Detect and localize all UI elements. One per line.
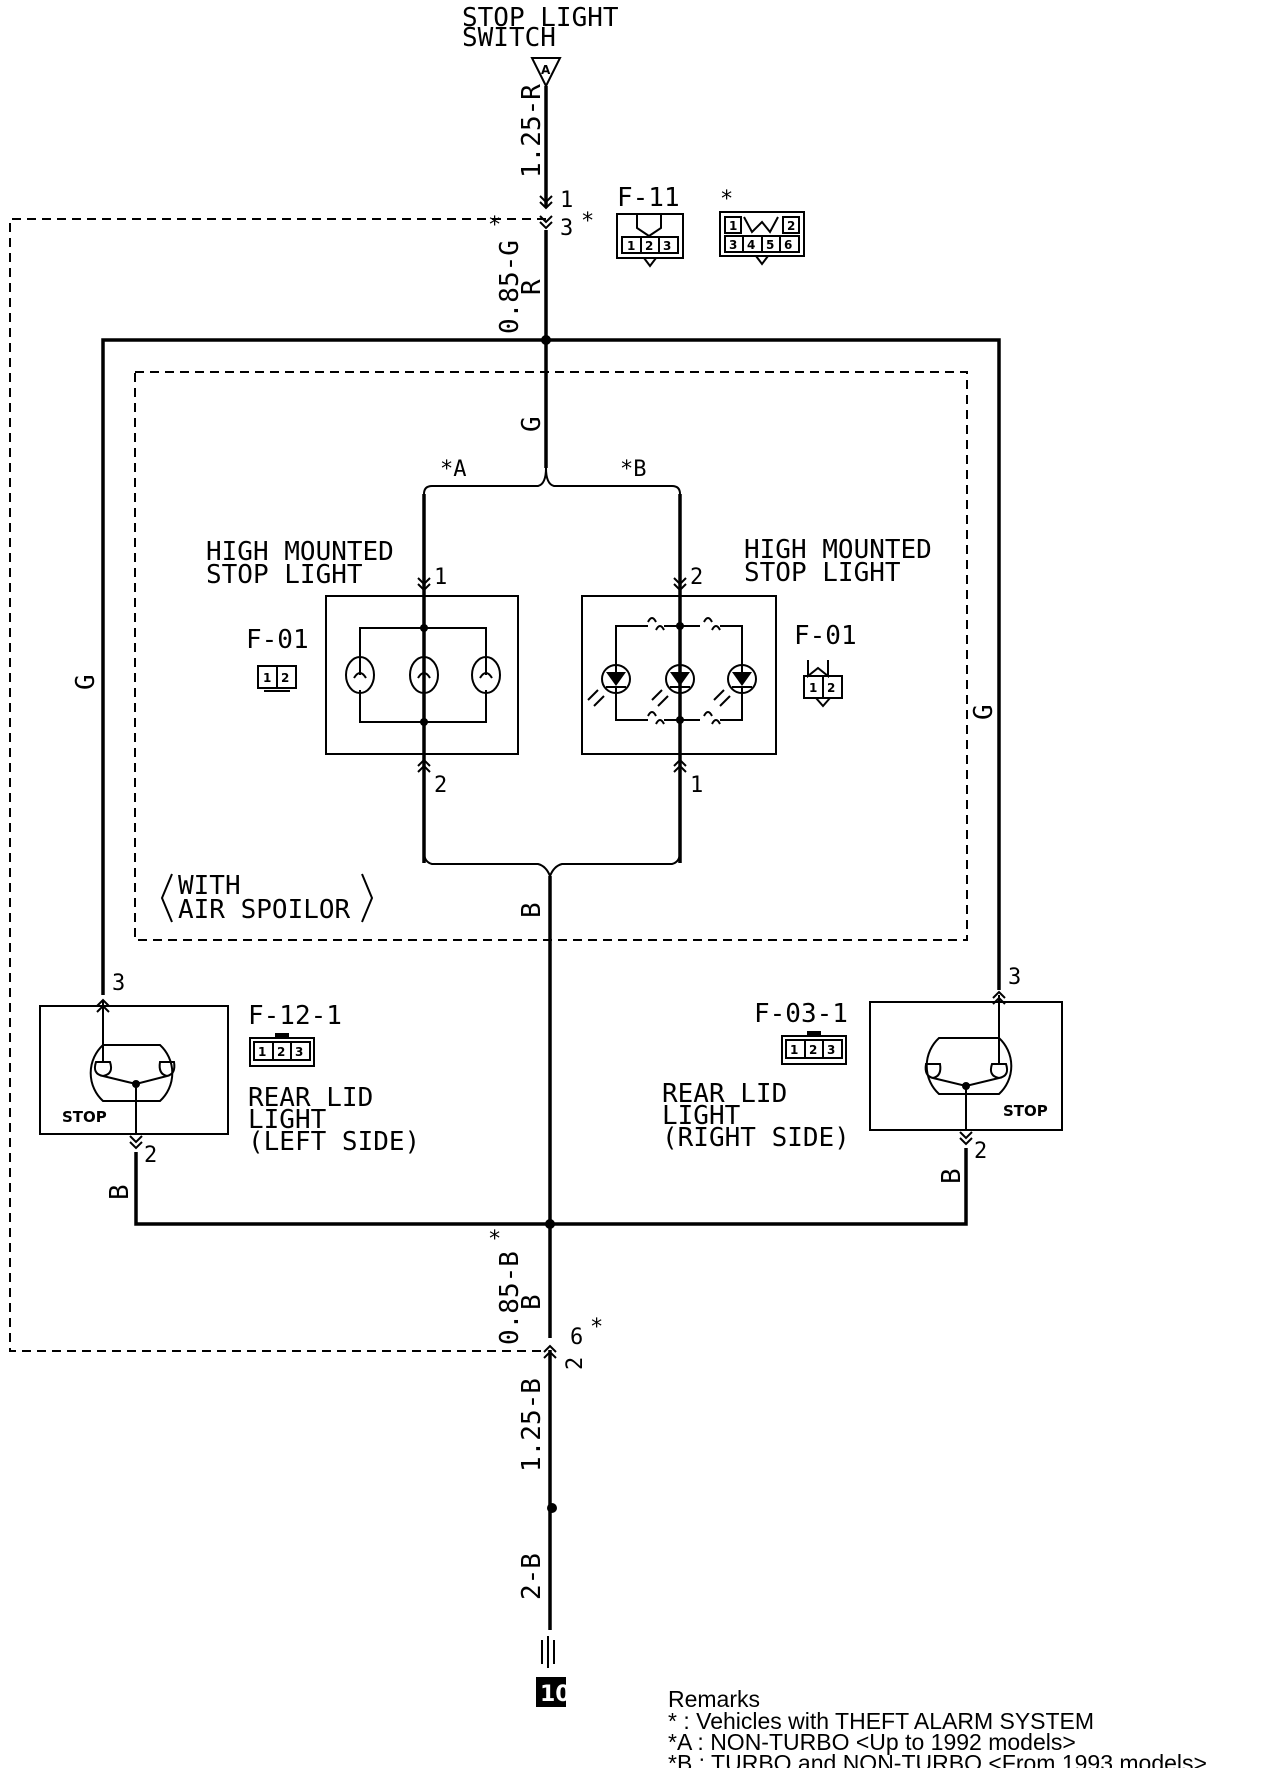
brace-bottom-a — [423, 851, 551, 877]
asterisk-top-pin: * — [581, 209, 594, 234]
svg-text:4: 4 — [747, 238, 755, 252]
pin-right-in: 3 — [1008, 965, 1021, 990]
pin-bottom-2: 2 — [563, 1357, 588, 1370]
svg-text:2: 2 — [645, 239, 653, 253]
svg-text:F-11: F-11 — [617, 183, 680, 213]
pin-hm-b-in: 2 — [690, 565, 703, 590]
wire-label-ground: 2-B — [517, 1553, 547, 1600]
connector-f11: F-11 1 2 3 — [616, 183, 684, 268]
rear-right-label-line3: (RIGHT SIDE) — [662, 1123, 850, 1153]
switch-label-line1: STOP LIGHT — [462, 3, 619, 33]
rear-left-label-line1: REAR LID — [248, 1083, 373, 1113]
connector-f01-a: F-01 1 2 — [246, 625, 309, 692]
remarks: Remarks * : Vehicles with THEFT ALARM SY… — [668, 1686, 1207, 1768]
variant-b-label: *B — [620, 457, 647, 482]
air-spoiler-area — [134, 371, 968, 941]
pin-left-out: 2 — [144, 1143, 157, 1168]
connector-f12-1: F-12-1 1 2 3 — [248, 1001, 342, 1067]
svg-text:F-12-1: F-12-1 — [248, 1001, 342, 1031]
rear-left-label-line3: (LEFT SIDE) — [248, 1127, 420, 1157]
hm-b-label-line1: HIGH MOUNTED — [744, 535, 932, 565]
brace-top-b — [545, 467, 681, 495]
pin-top-3: 3 — [560, 216, 573, 241]
brace-bottom-b — [549, 851, 681, 877]
connector-theft-alarm: * 1 2 3 4 5 6 — [719, 187, 805, 266]
svg-text:3: 3 — [827, 1043, 835, 1057]
air-spoiler-label: WITH AIR SPOILOR — [160, 871, 374, 925]
svg-text:*A : NON-TURBO <Up to 1992 mod: *A : NON-TURBO <Up to 1992 models> — [668, 1729, 1076, 1755]
svg-text:WITH: WITH — [178, 871, 241, 901]
svg-text:1: 1 — [258, 1045, 266, 1059]
wire-label-g-right: G — [969, 704, 999, 720]
wire-label-bottom-alt1: 0.85-B — [495, 1251, 525, 1345]
svg-text:1: 1 — [263, 671, 271, 685]
svg-text:1: 1 — [729, 219, 737, 233]
svg-text:2: 2 — [787, 219, 795, 233]
svg-text:F-01: F-01 — [794, 621, 857, 651]
wire-label-top: 1.25-R — [517, 84, 547, 178]
svg-text:STOP: STOP — [62, 1108, 107, 1126]
asterisk-top-alt: * — [488, 213, 501, 238]
brace-top-a — [423, 467, 547, 495]
svg-text:F-01: F-01 — [246, 625, 309, 655]
ground-number: 10 — [540, 1682, 571, 1707]
high-mounted-stop-light-bulbs — [325, 595, 519, 755]
rear-right-label-line2: LIGHT — [662, 1101, 741, 1131]
svg-text:AIR SPOILOR: AIR SPOILOR — [178, 895, 351, 925]
svg-text:3: 3 — [663, 239, 671, 253]
variant-a-label: *A — [440, 457, 467, 482]
svg-text:*B : TURBO and NON-TURBO <From: *B : TURBO and NON-TURBO <From 1993 mode… — [668, 1750, 1207, 1768]
wire-label-g-center: G — [517, 416, 547, 432]
hm-b-label-line2: STOP LIGHT — [744, 558, 901, 588]
rear-lid-light-right: STOP — [869, 995, 1063, 1131]
ground-symbol: 10 — [536, 1636, 571, 1707]
svg-text:5: 5 — [766, 238, 774, 252]
svg-text:* : Vehicles with THEFT ALAR: * : Vehicles with THEFT ALARM SYSTEM — [668, 1708, 1094, 1734]
switch-label-line2: SWITCH — [462, 23, 556, 53]
wire-label-bottom-alt2: B — [517, 1294, 547, 1310]
svg-text:2: 2 — [827, 681, 835, 695]
pin-bottom-6: 6 — [570, 1325, 583, 1350]
pin-top-1: 1 — [560, 188, 573, 213]
wire-label-b-left: B — [105, 1184, 135, 1200]
rear-lid-light-left: STOP — [39, 1001, 229, 1135]
connector-f01-b: F-01 1 2 — [794, 621, 857, 708]
wire-label-top-alt1: 0.85-G — [495, 240, 525, 334]
hm-a-label-line2: STOP LIGHT — [206, 560, 363, 590]
wire-label-b-center: B — [517, 902, 547, 918]
svg-text:6: 6 — [784, 238, 792, 252]
wire-label-top-alt2: R — [517, 279, 547, 295]
svg-text:STOP: STOP — [1003, 1102, 1048, 1120]
hm-a-label-line1: HIGH MOUNTED — [206, 537, 394, 567]
pin-hm-b-out: 1 — [690, 773, 703, 798]
rear-left-label-line2: LIGHT — [248, 1105, 327, 1135]
asterisk-bottom-alt: * — [488, 1227, 501, 1252]
pin-hm-a-out: 2 — [434, 773, 447, 798]
svg-text:1: 1 — [627, 239, 635, 253]
svg-text:1: 1 — [809, 681, 817, 695]
pin-hm-a-in: 1 — [434, 565, 447, 590]
svg-text:2: 2 — [281, 671, 289, 685]
svg-text:1: 1 — [790, 1043, 798, 1057]
svg-text:3: 3 — [729, 238, 737, 252]
pin-left-in: 3 — [112, 971, 125, 996]
svg-text:3: 3 — [295, 1045, 303, 1059]
svg-text:A: A — [541, 63, 551, 77]
switch-connector-a: A — [530, 57, 562, 89]
connector-f03-1: F-03-1 1 2 3 — [754, 999, 848, 1065]
wire-label-g-left: G — [71, 674, 101, 690]
svg-text:F-03-1: F-03-1 — [754, 999, 848, 1029]
asterisk-bottom-pin: * — [590, 1315, 603, 1340]
theft-alarm-bypass-wire — [9, 218, 546, 1352]
svg-text:2: 2 — [277, 1045, 285, 1059]
wire-label-bottom: 1.25-B — [517, 1378, 547, 1472]
svg-text:2: 2 — [809, 1043, 817, 1057]
svg-text:*: * — [720, 187, 733, 212]
pin-right-out: 2 — [974, 1139, 987, 1164]
rear-right-label-line1: REAR LID — [662, 1079, 787, 1109]
high-mounted-stop-light-led — [581, 595, 777, 755]
wire-label-b-right: B — [937, 1168, 967, 1184]
svg-text:Remarks: Remarks — [668, 1686, 760, 1712]
